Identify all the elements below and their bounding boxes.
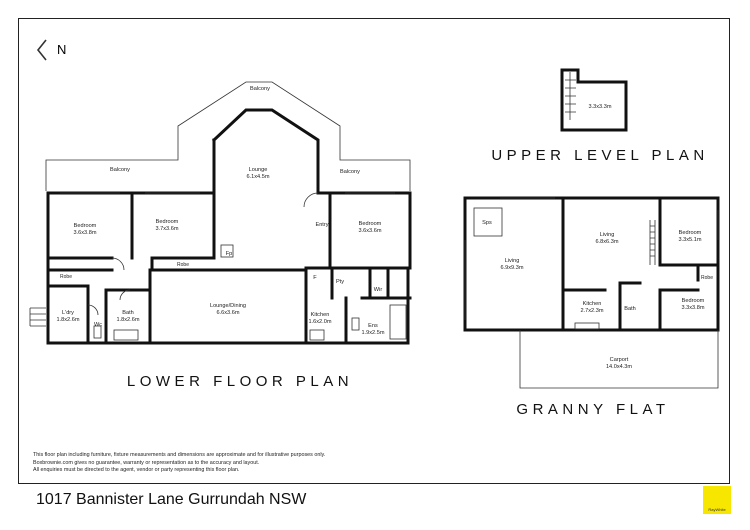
granny-dim-living-2: 6.8x6.3m xyxy=(595,239,618,245)
room-dim-kitchen: 1.6x2.0m xyxy=(308,319,331,325)
room-label-fp: Fp xyxy=(226,251,233,257)
granny-dim-living-1: 6.9x9.3m xyxy=(500,265,523,271)
agency-logo: RayWhite xyxy=(703,486,731,514)
room-label-bedroom-2: Bedroom xyxy=(156,219,179,225)
granny-label-carport: Carport xyxy=(610,357,629,363)
room-dim-ldry: 1.8x2.6m xyxy=(56,317,79,323)
page-frame xyxy=(18,18,730,484)
room-label-bedroom-1: Bedroom xyxy=(74,223,97,229)
room-label-robe-2: Robe xyxy=(177,262,189,268)
lower-floor-title: LOWER FLOOR PLAN xyxy=(127,373,353,390)
granny-label-robe: Robe xyxy=(701,275,713,281)
granny-dim-carport: 14.0x4.3m xyxy=(606,364,632,370)
north-compass-icon: N xyxy=(36,39,66,61)
disclaimer-line: This floor plan including furniture, fix… xyxy=(33,452,326,458)
property-address: 1017 Bannister Lane Gurrundah NSW xyxy=(36,491,307,508)
room-label-balcony-right: Balcony xyxy=(340,169,360,175)
disclaimer-line: Boxbrownie.com gives no guarantee, warra… xyxy=(33,459,260,466)
room-label-wir: Wir xyxy=(374,287,383,293)
room-label-bedroom-3: Bedroom xyxy=(359,221,382,227)
upper-level-title: UPPER LEVEL PLAN xyxy=(491,147,708,164)
granny-label-living-2: Living xyxy=(600,232,615,238)
granny-label-bath: Bath xyxy=(624,306,636,312)
room-label-ldry: L'dry xyxy=(62,310,74,316)
granny-dim-kitchen: 2.7x2.3m xyxy=(580,308,603,314)
room-dim-ens: 1.9x2.5m xyxy=(361,330,384,336)
granny-label-bedroom-2: Bedroom xyxy=(682,298,705,304)
room-label-f: F xyxy=(313,275,317,281)
room-label-robe-1: Robe xyxy=(60,274,72,280)
granny-dim-bedroom-1: 3.3x5.1m xyxy=(678,237,701,243)
granny-label-kitchen: Kitchen xyxy=(583,301,602,307)
room-label-balcony-left: Balcony xyxy=(110,167,130,173)
room-dim-bedroom-3: 3.6x3.6m xyxy=(358,228,381,234)
room-dim-bedroom-1: 3.6x3.8m xyxy=(73,230,96,236)
compass-label: N xyxy=(57,42,66,57)
granny-flat-plan: Sps Living 6.9x9.3m Living 6.8x6.3m Bedr… xyxy=(463,196,720,418)
room-label-balcony-top: Balcony xyxy=(250,86,270,92)
agency-logo-text: RayWhite xyxy=(708,507,726,512)
room-dim-lounge: 6.1x4.5m xyxy=(246,174,269,180)
granny-label-bedroom-1: Bedroom xyxy=(679,230,702,236)
granny-flat-title: GRANNY FLAT xyxy=(516,401,669,418)
disclaimer-text: This floor plan including furniture, fix… xyxy=(33,452,453,475)
granny-label-sps: Sps xyxy=(482,220,492,226)
room-label-ens: Ens xyxy=(368,323,378,329)
room-dim-bedroom-2: 3.7x3.6m xyxy=(155,226,178,232)
lower-floor-plan: Balcony Balcony Balcony Lounge 6.1x4.5m … xyxy=(29,81,412,390)
granny-dim-bedroom-2: 3.3x3.8m xyxy=(681,305,704,311)
room-label-lounge: Lounge xyxy=(249,167,268,173)
upper-level-plan: 3.3x3.3m UPPER LEVEL PLAN xyxy=(491,68,708,164)
room-label-entry: Entry xyxy=(315,222,328,228)
room-label-bath: Bath xyxy=(122,310,134,316)
upper-room-dim: 3.3x3.3m xyxy=(588,104,611,110)
room-label-wc: Wc xyxy=(94,322,102,328)
room-label-lounge-dining: Lounge/Dining xyxy=(210,303,246,309)
disclaimer-line: All enquiries must be directed to the ag… xyxy=(33,467,240,474)
granny-label-living-1: Living xyxy=(505,258,520,264)
room-dim-bath: 1.8x2.6m xyxy=(116,317,139,323)
room-dim-lounge-dining: 6.6x3.6m xyxy=(216,310,239,316)
room-label-kitchen: Kitchen xyxy=(311,312,330,318)
room-label-pty: Pty xyxy=(336,279,344,285)
